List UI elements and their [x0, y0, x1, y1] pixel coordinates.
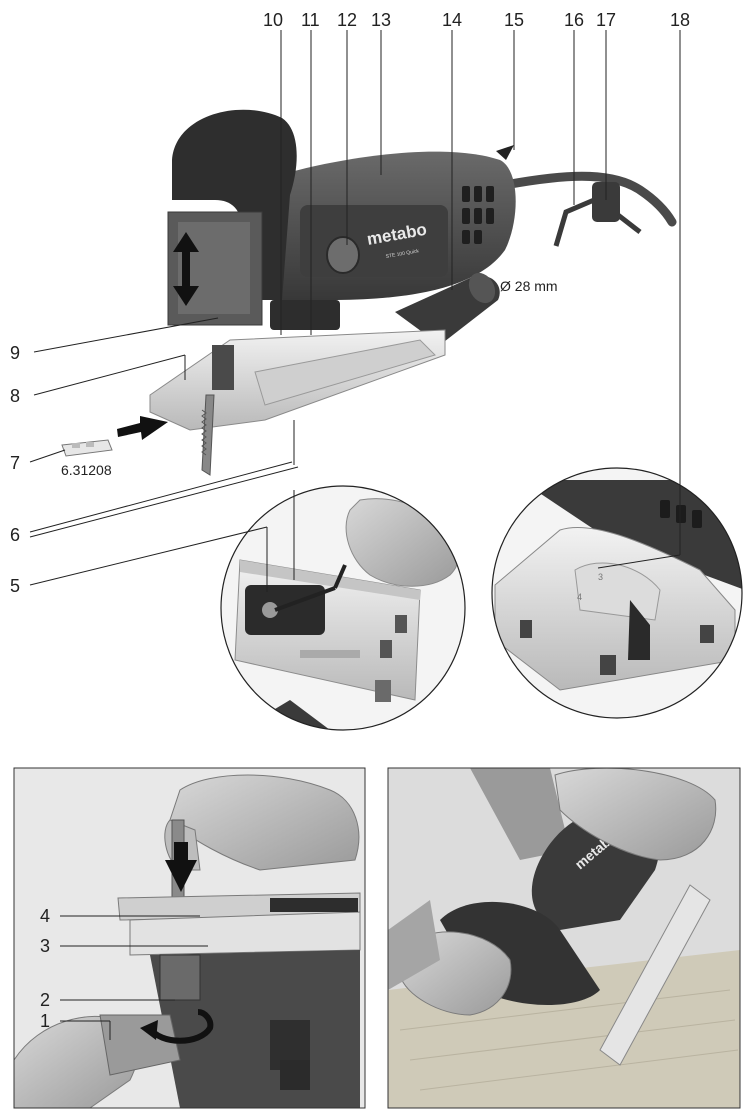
photo-panel-right-border	[387, 767, 741, 1109]
jigsaw-main-illustration: metabo STE 100 Quick 6.31208 Ø 28 mm	[61, 109, 677, 478]
svg-text:4: 4	[577, 592, 582, 602]
motor-vents	[462, 186, 494, 244]
saw-blade-teeth	[201, 409, 207, 456]
callout-6: 6	[10, 525, 20, 545]
saw-blade-holder	[212, 345, 234, 390]
callout-5: 5	[10, 576, 20, 596]
rotate-arrow-icon	[147, 1009, 214, 1044]
base-plate-rail	[254, 339, 436, 406]
callout-1: 1	[40, 1011, 50, 1031]
detail-circle-hex-key-border	[220, 485, 466, 731]
callout-18: 18	[670, 10, 690, 30]
callout-10: 10	[263, 10, 283, 30]
power-cord	[500, 171, 677, 227]
callout-13: 13	[371, 10, 391, 30]
leader-lines	[29, 30, 681, 1040]
pendulum-lever	[270, 300, 340, 330]
dust-port-opening	[468, 272, 496, 304]
photo-panel-left-border	[13, 767, 366, 1109]
callout-2: 2	[40, 990, 50, 1010]
up-down-arrow-icon	[173, 232, 199, 306]
cord-guide	[553, 182, 642, 247]
photo-panel-blade-insertion	[13, 767, 366, 1109]
callout-9: 9	[10, 343, 20, 363]
photo-panel-sawing: metabo	[387, 767, 741, 1109]
detail-circle-chip-guard: 4 3	[491, 467, 743, 719]
callout-4: 4	[40, 906, 50, 926]
splinter-guard	[61, 439, 113, 457]
callout-14: 14	[442, 10, 462, 30]
speed-wheel	[326, 236, 360, 274]
svg-text:3: 3	[598, 572, 603, 582]
model-label: STE 100 Quick	[385, 248, 420, 260]
insert-arrow-icon	[117, 416, 168, 440]
detail-circle-chip-guard-border	[491, 467, 743, 719]
detail-circle-hex-key	[220, 485, 466, 731]
callout-numbers: 10 11 12 13 14 15 16 17 18 9 8 7 6 5 4 3…	[10, 10, 690, 1031]
handle-grip	[172, 109, 297, 300]
callout-7: 7	[10, 453, 20, 473]
push-down-arrow-icon	[165, 842, 197, 892]
callout-16: 16	[564, 10, 584, 30]
callout-12: 12	[337, 10, 357, 30]
callout-3: 3	[40, 936, 50, 956]
callout-8: 8	[10, 386, 20, 406]
callout-15: 15	[504, 10, 524, 30]
callout-11: 11	[301, 10, 320, 30]
accessory-code: 6.31208	[61, 462, 112, 478]
callout-17: 17	[596, 10, 616, 30]
dust-port-diameter: Ø 28 mm	[500, 278, 558, 294]
